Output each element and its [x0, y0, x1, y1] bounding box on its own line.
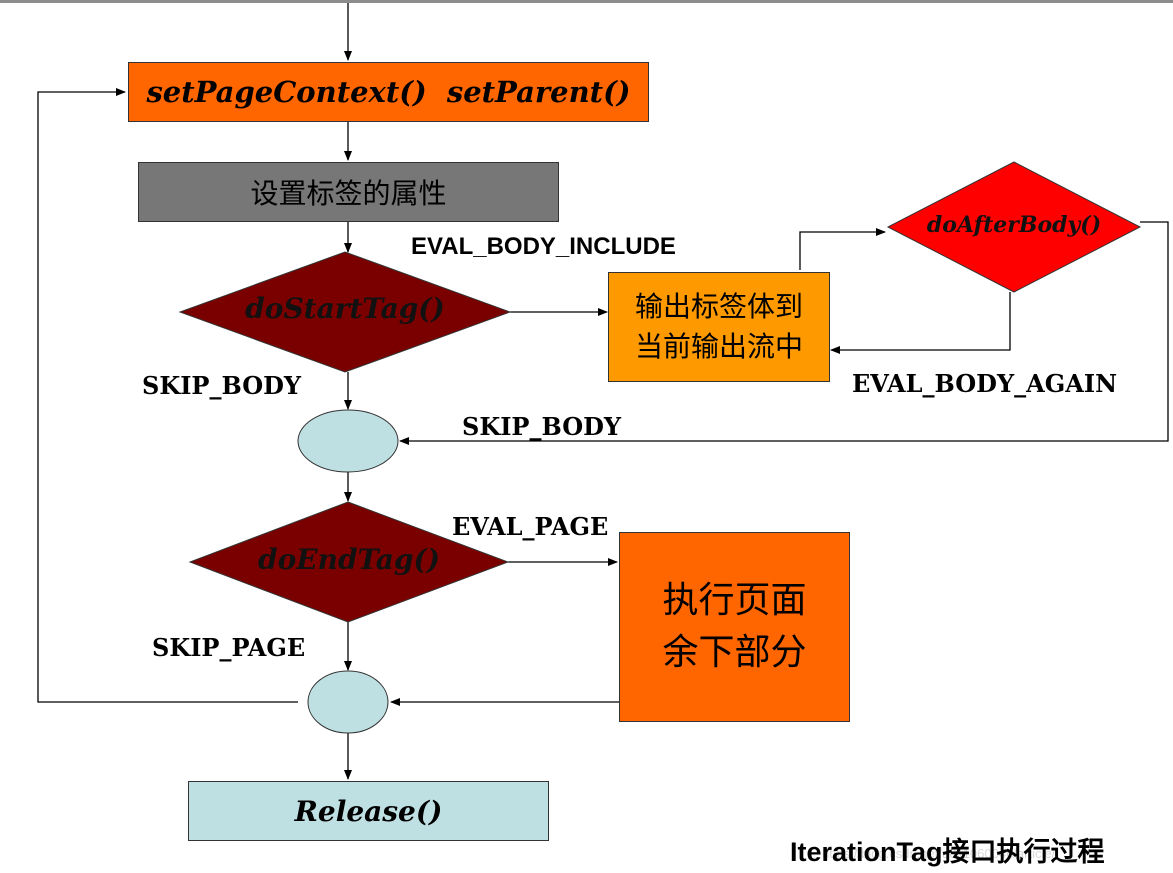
skip-body-start-label: SKIP_BODY [142, 371, 302, 400]
do-start-tag-diamond [178, 251, 512, 373]
eval-page-label: EVAL_PAGE [452, 512, 609, 541]
release-label: Release() [294, 794, 443, 828]
skip-page-label: SKIP_PAGE [152, 633, 306, 662]
do-start-tag-label: doStartTag() [245, 292, 445, 325]
release-box: Release() [188, 781, 549, 841]
set-context-label: setPageContext() setParent() [146, 75, 631, 109]
output-body-line-1: 输出标签体到 [634, 290, 803, 323]
do-end-tag-diamond [188, 501, 510, 623]
execute-rest-line-1: 执行页面 [662, 580, 807, 621]
do-end-tag-label: doEndTag() [258, 543, 440, 576]
set-attributes-label: 设置标签的属性 [250, 177, 447, 210]
execute-rest-box: 执行页面 余下部分 [619, 532, 850, 722]
output-body-box: 输出标签体到 当前输出流中 [608, 272, 830, 382]
skip-body-after-label: SKIP_BODY [462, 412, 622, 441]
edge-after-output [830, 292, 1011, 354]
diagram-caption: IterationTag接口执行过程 [790, 837, 1105, 867]
output-body-line-2: 当前输出流中 [634, 330, 803, 363]
top-border [0, 0, 1173, 3]
edge-after-merge [399, 221, 1169, 445]
merge-node-1 [297, 409, 399, 473]
watermark: https://blog.csdn.net/u011060046/article… [822, 846, 1056, 861]
eval-body-include-label: EVAL_BODY_INCLUDE [411, 233, 676, 260]
edge-loop-back [37, 88, 298, 703]
edge-output-after [799, 228, 886, 270]
eval-body-again-label: EVAL_BODY_AGAIN [852, 369, 1118, 398]
execute-rest-line-2: 余下部分 [662, 632, 807, 673]
set-attributes-box: 设置标签的属性 [138, 162, 559, 222]
do-after-body-diamond [886, 161, 1142, 293]
set-context-box: setPageContext() setParent() [128, 62, 649, 122]
merge-node-2 [307, 670, 389, 734]
do-after-body-label: doAfterBody() [926, 212, 1102, 238]
